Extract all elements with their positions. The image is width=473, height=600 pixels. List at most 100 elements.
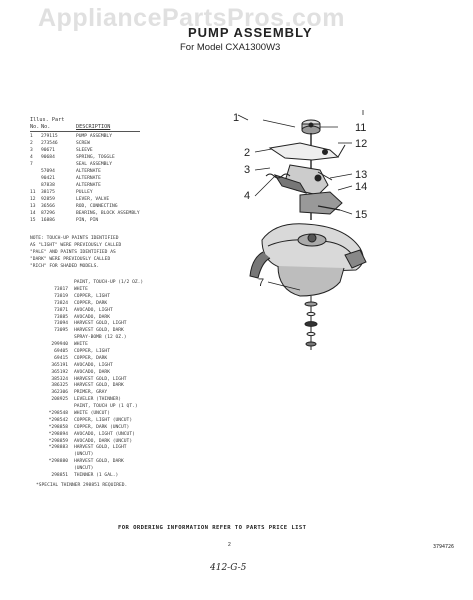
part-number: 57094: [41, 169, 55, 174]
callout-4: 4: [244, 190, 250, 202]
paint-row: SPRAY-BOMB (12 OZ.): [40, 334, 143, 341]
paint-row: 385324 HARVEST GOLD, LIGHT: [40, 376, 143, 383]
part-illus-no: 14: [30, 211, 36, 216]
note-line: "PALE" AND PAINTS IDENTIFIED AS: [30, 250, 116, 255]
parts-header-line1: Illus. Part: [30, 117, 65, 123]
paint-description: HARVEST GOLD, DARK: [74, 328, 124, 334]
part-description: SPRING, TOGGLE: [76, 155, 115, 160]
paint-description: PRIMER, GRAY: [74, 390, 108, 396]
bearing-block: [299, 191, 343, 215]
paint-part-number: 386325: [51, 383, 68, 389]
header-illus-no: No.: [30, 124, 40, 130]
part-illus-no: 13: [30, 204, 36, 209]
paint-part-number: *298859: [48, 438, 68, 444]
paint-part-number: 385324: [51, 376, 68, 382]
paint-part-number: 365191: [51, 362, 68, 368]
paint-description: HARVEST GOLD, LIGHT: [74, 445, 127, 451]
part-number: 16886: [41, 218, 55, 223]
toggle-spring: [265, 173, 291, 179]
paint-description: LEVELER (THINNER): [74, 397, 122, 403]
header-rule: [30, 131, 140, 132]
part-row: 15 16886 PIN, PIN: [30, 217, 140, 224]
paint-part-number: 69405: [54, 349, 68, 355]
paint-description: HARVEST GOLD, LIGHT: [74, 376, 127, 382]
paint-part-number: 73094: [54, 321, 68, 327]
callout-13: 13: [355, 169, 367, 181]
note-line: AS "LIGHT" WERE PREVIOUSLY CALLED: [30, 243, 122, 248]
part-description: BEARING, BLOCK ASSEMBLY: [76, 211, 140, 216]
paint-row: 298851 THINNER (1 GAL.): [40, 472, 143, 479]
part-illus-no: 7: [30, 162, 33, 167]
part-number: 87838: [41, 183, 55, 188]
part-description: PIN, PIN: [76, 218, 99, 223]
header-part-no: No.: [41, 124, 51, 130]
paint-part-number: *298894: [48, 431, 68, 437]
paint-part-number: 208925: [51, 397, 68, 403]
paint-description: THINNER (1 GAL.): [74, 473, 119, 479]
paint-description: COPPER, LIGHT (UNCUT): [74, 417, 133, 423]
paint-part-number: 362306: [51, 390, 68, 396]
callout-12: 12: [355, 138, 367, 150]
page-title: PUMP ASSEMBLY: [188, 25, 313, 40]
paint-description: HARVEST GOLD, DARK: [74, 383, 124, 389]
watermark: AppliancePartsPros.com: [38, 4, 345, 32]
paint-description: WHITE: [74, 342, 88, 348]
paint-row: (UNCUT): [40, 451, 143, 458]
part-number: 279115: [41, 134, 58, 139]
paint-part-number: 73885: [54, 314, 68, 320]
lower-housing: [277, 265, 345, 297]
model-subtitle: For Model CXA1300W3: [180, 42, 281, 53]
paint-description: (UNCUT): [74, 466, 94, 472]
part-illus-no: 15: [30, 218, 36, 223]
part-description: SLEEVE: [76, 148, 93, 153]
page-mark: 2: [228, 542, 231, 548]
part-number: 36566: [41, 204, 55, 209]
paint-part-number: 73819: [54, 293, 68, 299]
part-illus-no: 12: [30, 197, 36, 202]
paint-part-number: 73095: [54, 328, 68, 334]
part-number: 92859: [41, 197, 55, 202]
part-row: 12 92859 LEVER, VALVE: [30, 196, 140, 203]
paint-heading: PAINT, TOUCH-UP (1/2 OZ.): [74, 280, 144, 285]
outlet-port: [249, 251, 271, 279]
paint-row: PAINT, TOUCH UP (1 QT.): [40, 403, 143, 410]
paint-part-number: 298851: [51, 473, 68, 479]
part-number: 38175: [41, 190, 55, 195]
part-number: 90684: [41, 155, 55, 160]
paint-row: 73885 AVOCADO, DARK: [40, 314, 143, 321]
paint-description: AVOCADO, DARK (UNCUT): [74, 438, 133, 444]
callout-14: 14: [355, 181, 367, 193]
pulley: [301, 119, 321, 135]
paint-description: WHITE (UNCUT): [74, 411, 110, 417]
paint-description: HARVEST GOLD, LIGHT: [74, 321, 127, 327]
part-illus-no: 2: [30, 141, 33, 146]
paint-row: (UNCUT): [40, 465, 143, 472]
callout-leader-1: [237, 114, 249, 121]
note-line: "RICH" FOR SHADED MODELS.: [30, 264, 100, 269]
part-description: ROD, CONNECTING: [76, 204, 118, 209]
paint-description: HARVEST GOLD, DARK: [74, 459, 124, 465]
paint-part-number: *298880: [48, 459, 68, 465]
paint-description: AVOCADO, DARK: [74, 314, 110, 320]
part-description: LEVER, VALVE: [76, 197, 110, 202]
paint-part-number: 73824: [54, 300, 68, 306]
inlet-port: [344, 249, 367, 269]
part-description: ALTERNATE: [76, 176, 101, 181]
